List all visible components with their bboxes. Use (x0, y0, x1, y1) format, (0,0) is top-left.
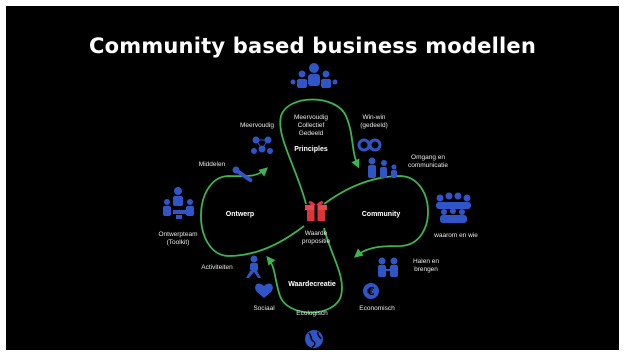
section-community: Community (361, 211, 401, 218)
center-label-line1: Waarde (304, 230, 328, 237)
tools-icon (232, 166, 253, 183)
principles-value: Meervoudig (294, 114, 328, 121)
loop-bottom-arrow (266, 227, 343, 314)
loop-right-arrow (323, 175, 429, 258)
handshake-icon (357, 138, 382, 152)
label-ontwerpteam: Ontwerpteam (Toolkit) (152, 231, 204, 247)
label-ecologisch: Ecologisch (296, 310, 328, 317)
label-activiteiten: Activiteiten (201, 264, 233, 271)
slide: € Community based business modellen Prin… (6, 6, 619, 350)
center-label-line2: propositie (301, 238, 331, 245)
label-meervoudig: Meervoudig (240, 122, 274, 129)
label-win-win: Win-win (gedeeld) (354, 114, 394, 130)
label-win-win-line1: Win-win (362, 114, 386, 121)
principles-values: Meervoudig Collectief Gedeeld (291, 114, 331, 138)
diagram-canvas: € (163, 63, 471, 348)
label-economisch: Economisch (359, 305, 395, 312)
heart-icon (255, 283, 273, 298)
label-middelen: Middelen (198, 161, 226, 168)
activity-icon (246, 255, 261, 278)
label-ontwerpteam-line2: (Toolkit) (166, 239, 190, 246)
principles-value: Collectief (297, 122, 325, 129)
team-meeting-icon (163, 187, 194, 219)
center-label: Waarde propositie (296, 230, 336, 246)
label-waarom: waarom en wie (434, 232, 478, 239)
network-icon (251, 136, 273, 154)
crowd-icon (436, 192, 471, 223)
label-ontwerpteam-line1: Ontwerpteam (158, 231, 198, 238)
people-group-icon (290, 63, 338, 88)
svg-text:€: € (366, 285, 375, 298)
family-icon (368, 157, 397, 178)
label-omgang: Omgang en communicatie (400, 154, 456, 170)
page-title: Community based business modellen (89, 34, 536, 58)
section-principles: Principles (294, 146, 328, 153)
label-omgang-line2: communicatie (407, 162, 449, 169)
euro-icon: € (363, 283, 379, 299)
exchange-people-icon (378, 257, 398, 277)
label-halen-line1: Halen en (412, 258, 440, 265)
gift-icon (305, 201, 327, 221)
label-halen: Halen en brengen (404, 258, 448, 274)
label-win-win-line2: (gedeeld) (360, 122, 388, 129)
globe-icon (305, 330, 323, 348)
label-sociaal: Sociaal (253, 305, 275, 312)
label-halen-line2: brengen (414, 266, 438, 273)
section-waardecreatie: Waardecreatie (288, 281, 336, 288)
section-ontwerp: Ontwerp (225, 211, 255, 218)
label-omgang-line1: Omgang en (411, 154, 445, 161)
loop-top-arrow (279, 98, 360, 205)
principles-value: Gedeeld (298, 130, 324, 137)
